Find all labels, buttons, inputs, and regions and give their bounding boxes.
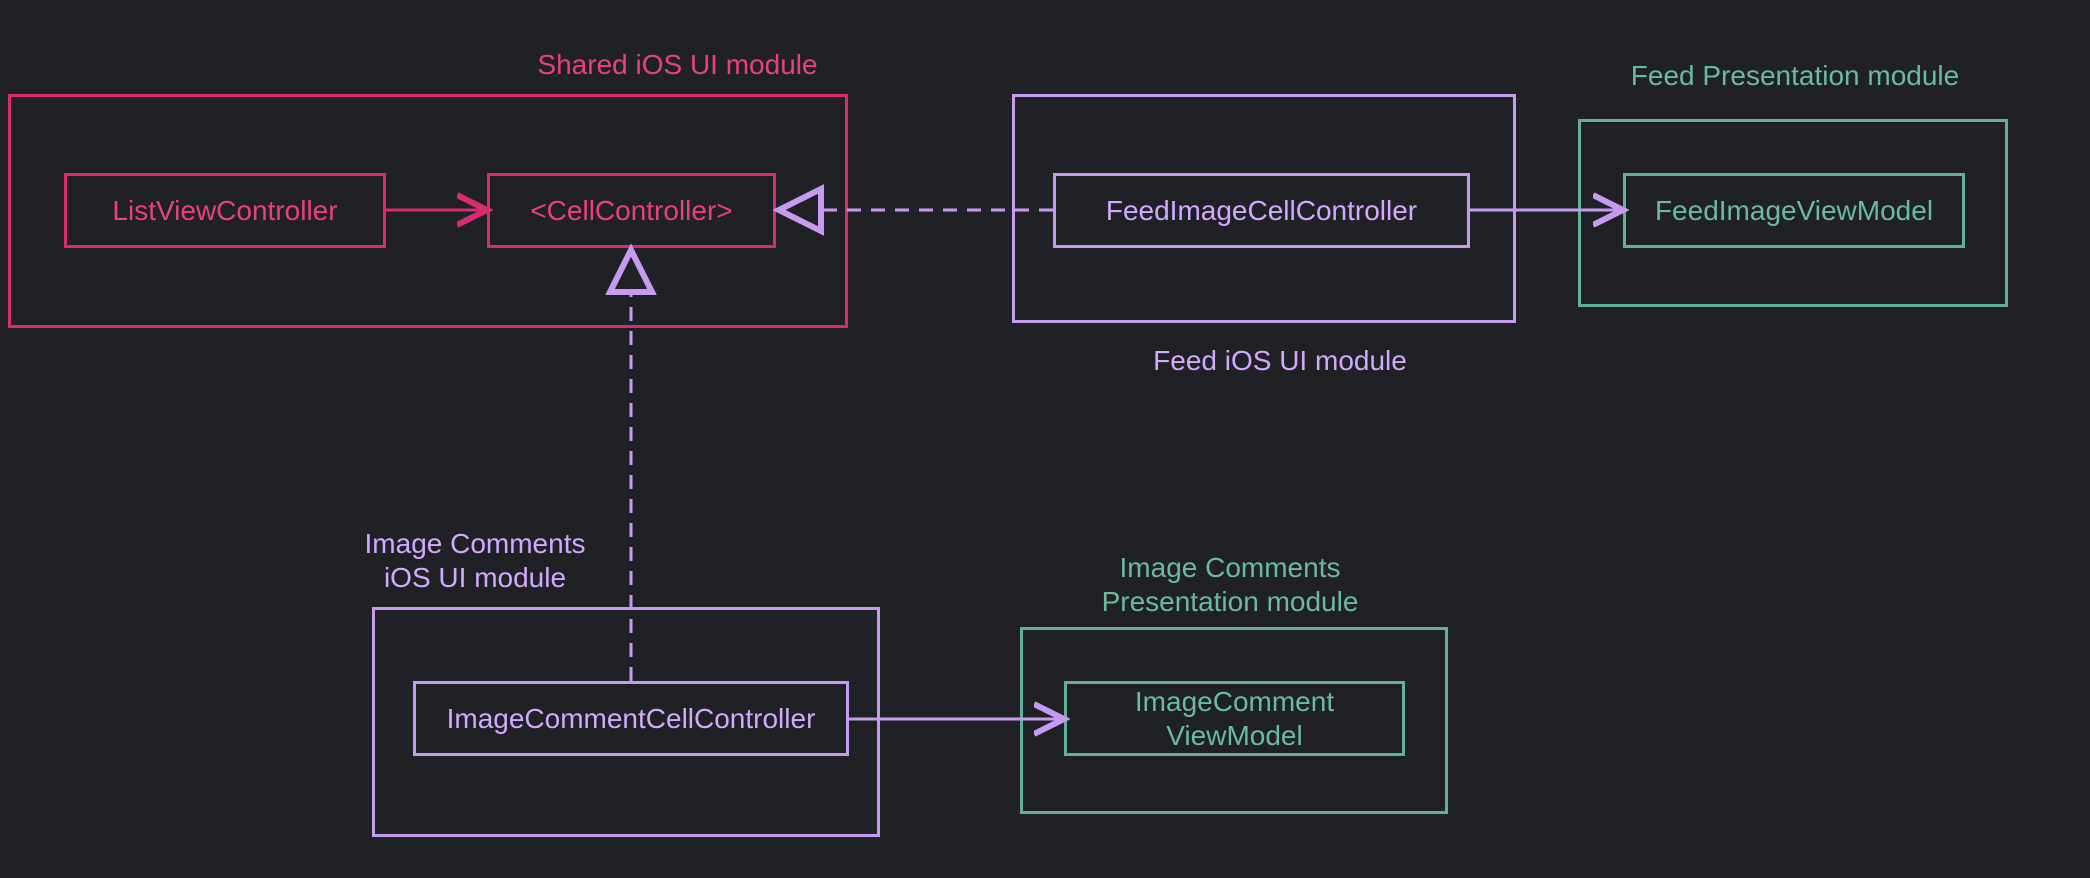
feed-image-cell-controller-node: FeedImageCellController xyxy=(1053,173,1470,248)
image-comments-ios-ui-module xyxy=(372,607,880,837)
feed-ios-ui-module-label: Feed iOS UI module xyxy=(1153,345,1407,376)
feed-image-view-model-label: FeedImageViewModel xyxy=(1654,194,1934,226)
cell-controller-label: <CellController> xyxy=(530,194,733,226)
feed-image-view-model-node: FeedImageViewModel xyxy=(1623,173,1965,248)
shared-ios-ui-module-label: Shared iOS UI module xyxy=(537,49,818,80)
image-comment-view-model-node: ImageComment ViewModel xyxy=(1064,681,1405,756)
image-comment-view-model-label: ImageComment ViewModel xyxy=(1134,685,1335,751)
list-view-controller-node: ListViewController xyxy=(64,173,386,248)
list-view-controller-label: ListViewController xyxy=(112,194,338,226)
feed-image-cell-controller-label: FeedImageCellController xyxy=(1105,194,1418,226)
feed-presentation-module-label: Feed Presentation module xyxy=(1630,60,1960,91)
shared-ios-ui-module xyxy=(8,94,848,328)
feed-presentation-module xyxy=(1578,119,2008,307)
image-comment-cell-controller-node: ImageCommentCellController xyxy=(413,681,849,756)
image-comments-presentation-module-label: Image Comments Presentation module xyxy=(1101,552,1359,617)
image-comments-ios-ui-module-label: Image Comments iOS UI module xyxy=(364,528,586,593)
image-comment-cell-controller-label: ImageCommentCellController xyxy=(446,702,816,734)
